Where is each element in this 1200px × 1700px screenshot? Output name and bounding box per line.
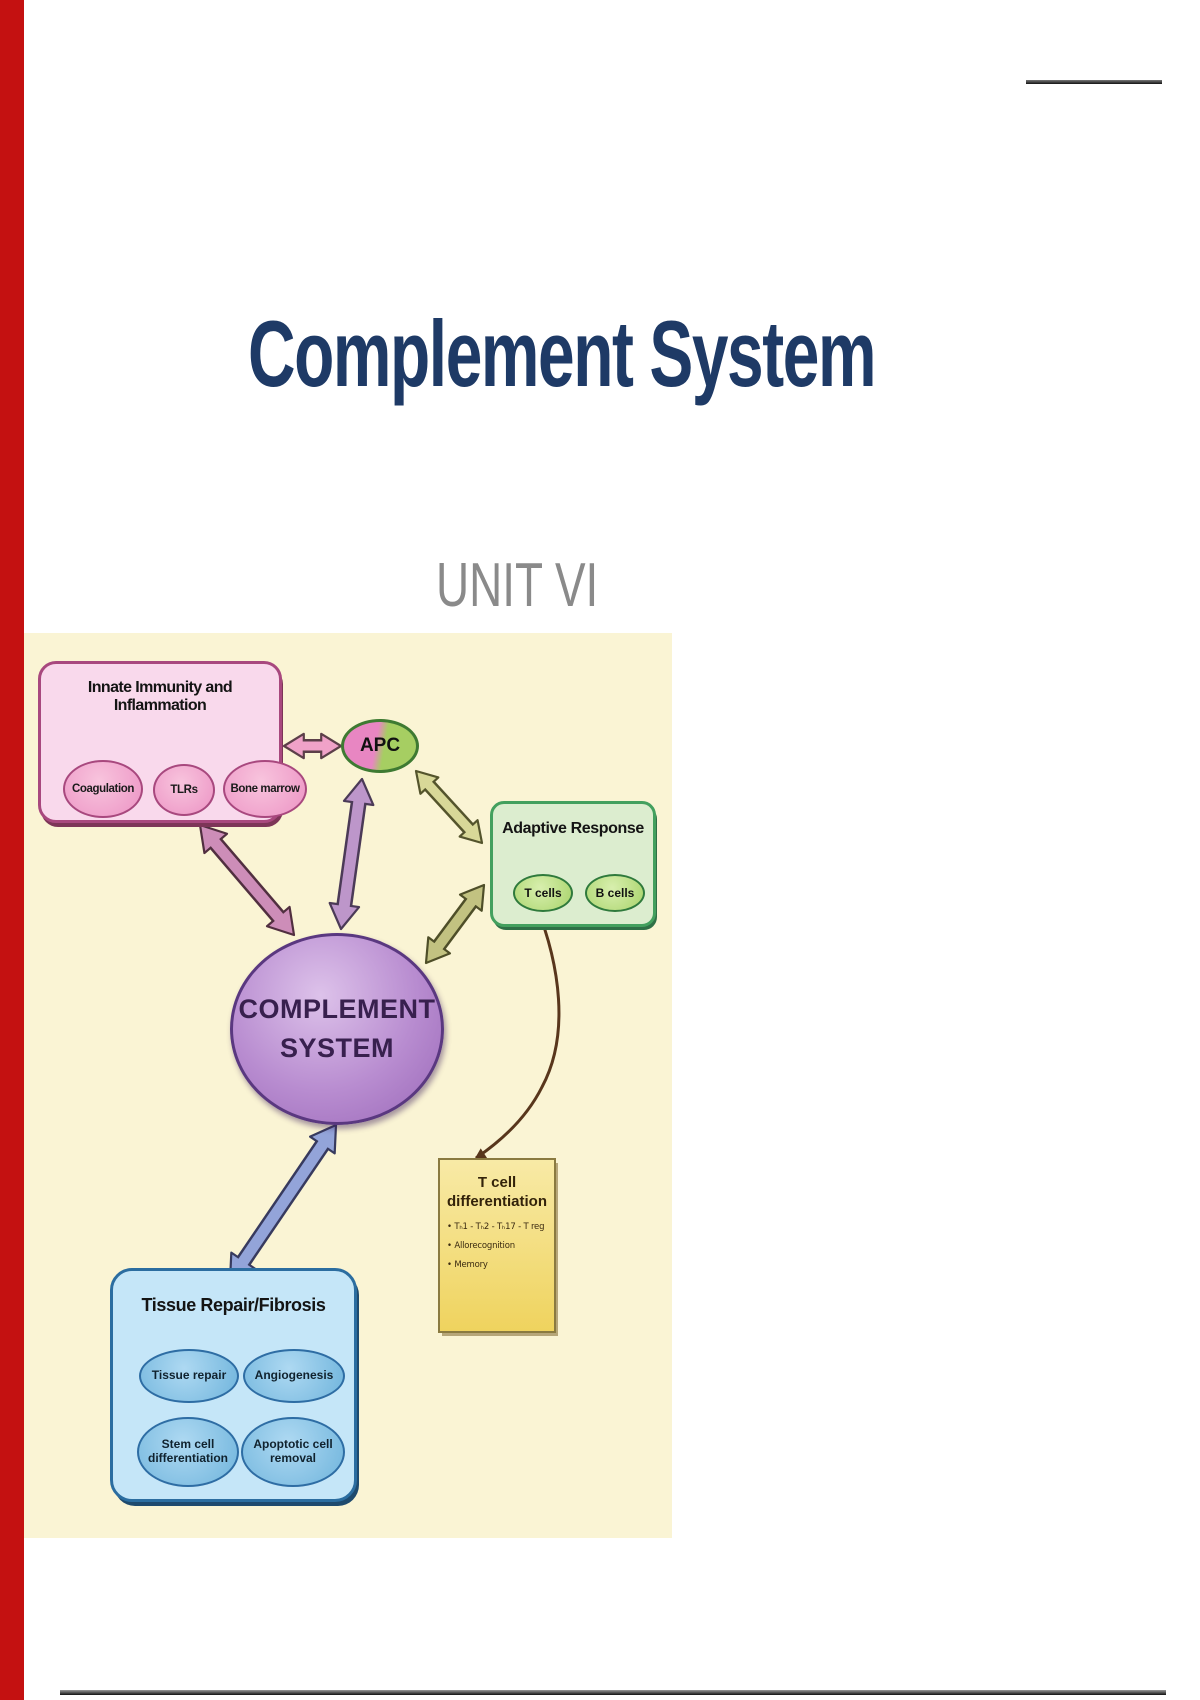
bullet-th-subsets: Tₕ1 - Tₕ2 - Tₕ17 - T reg [447,1222,549,1232]
apoptotic-cell-removal-oval: Apoptotic cell removal [241,1417,345,1487]
bullet-allorecognition: Allorecognition [447,1241,549,1251]
complement-system-ellipse: COMPLEMENT SYSTEM [230,933,444,1125]
innate-immunity-box: Innate Immunity and Inflammation Coagula… [38,661,307,823]
complement-line1: COMPLEMENT [238,993,436,1024]
t-cells-oval: T cells [513,874,573,912]
coagulation-oval: Coagulation [63,760,143,818]
arrow-apc-adaptive [414,769,484,845]
tcell-differentiation-box: T cell differentiation Tₕ1 - Tₕ2 - Tₕ17 … [438,1158,556,1333]
stem-cell-differentiation-oval: Stem cell differentiation [137,1417,239,1487]
apc-ellipse: APC [341,719,419,773]
adaptive-response-box: Adaptive Response T cells B cells [490,801,656,927]
complement-diagram: Innate Immunity and Inflammation Coagula… [24,633,672,1538]
bottom-rule [60,1690,1166,1695]
innate-immunity-title: Innate Immunity and Inflammation [87,679,233,714]
left-accent-bar [0,0,24,1700]
tcell-differentiation-title: T cell differentiation [447,1174,547,1210]
b-cells-oval: B cells [585,874,645,912]
tissue-repair-title: Tissue Repair/Fibrosis [141,1295,326,1315]
arrow-apc-complement [328,777,375,931]
angiogenesis-oval: Angiogenesis [243,1349,345,1403]
page-title: Complement System [248,301,876,406]
complement-line2: SYSTEM [279,1033,395,1063]
tlrs-oval: TLRs [153,764,215,816]
tcell-bullet-list: Tₕ1 - Tₕ2 - Tₕ17 - T reg Allorecognition… [440,1222,554,1270]
adaptive-response-title: Adaptive Response [502,820,644,837]
arrow-tcells-differentiation [474,904,561,1160]
arrow-innate-apc [282,732,343,760]
tissue-repair-oval: Tissue repair [139,1349,239,1403]
bone-marrow-oval: Bone marrow [223,760,307,818]
tissue-repair-box: Tissue Repair/Fibrosis Tissue repair Ang… [110,1268,357,1502]
arrow-complement-tissue [228,1123,338,1283]
unit-subtitle: UNIT VI [436,551,599,620]
arrow-adaptive-complement [424,883,486,965]
top-right-rule [1026,80,1162,84]
bullet-memory: Memory [447,1260,549,1270]
arrow-innate-complement [198,823,296,937]
